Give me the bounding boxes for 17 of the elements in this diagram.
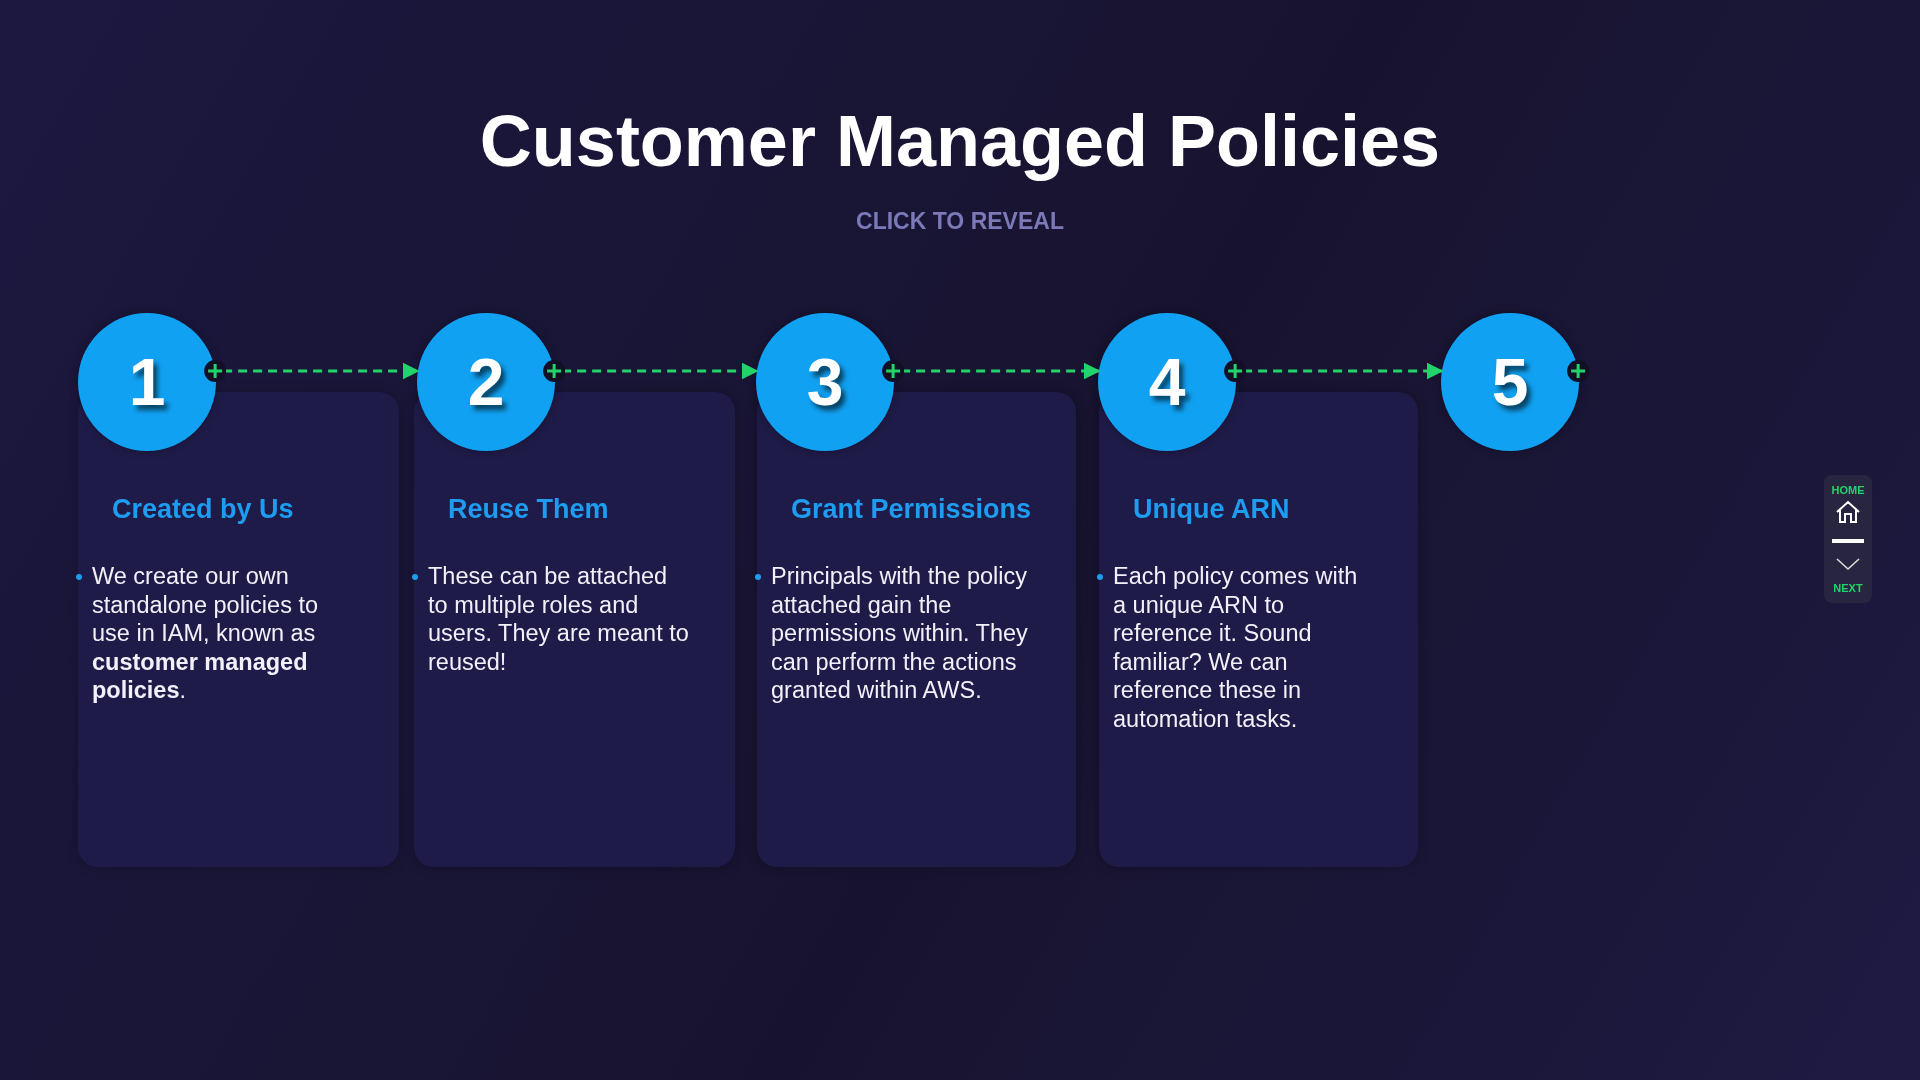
card-heading: Unique ARN xyxy=(1133,494,1290,525)
step-number: 4 xyxy=(1148,349,1186,415)
card-text: Each policy comes with a unique ARN to reference it. Sound familiar? We can reference these in automation tasks. xyxy=(1113,562,1359,734)
card-heading: Grant Permissions xyxy=(791,494,1032,525)
card-text: These can be attached to multiple roles and users. They are meant to reused! xyxy=(428,562,690,677)
title: Customer Managed Policies xyxy=(478,100,1442,182)
next-label: NEXT xyxy=(1832,582,1864,594)
card-heading: Reuse Them xyxy=(448,494,609,525)
step-number: 3 xyxy=(806,349,844,415)
step-number: 5 xyxy=(1491,349,1529,415)
step-number: 1 xyxy=(128,349,166,415)
card-text: We create our own standalone policies to use in IAM, known as customer managed policies. xyxy=(92,562,319,705)
card-heading: Created by Us xyxy=(112,494,294,525)
home-label: HOME xyxy=(1830,484,1866,496)
card-text: Principals with the policy attached gain the permissions within. They can perform the actions granted within AWS. xyxy=(771,562,1029,705)
reveal-prompt: CLICK TO REVEAL xyxy=(855,208,1065,235)
step-number: 2 xyxy=(467,349,505,415)
